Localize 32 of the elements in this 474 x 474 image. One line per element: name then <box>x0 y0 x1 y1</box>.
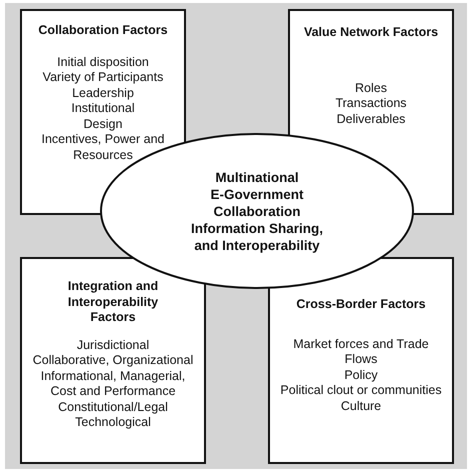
factor-item: Leadership <box>72 86 134 101</box>
factor-item: Flows <box>344 352 378 368</box>
factor-box <box>268 257 454 464</box>
factor-item: Market forces and Trade <box>293 336 429 352</box>
factor-item: Constitutional/Legal <box>58 400 168 415</box>
factor-item: Transactions <box>335 96 407 112</box>
center-title: Collaboration <box>214 203 300 220</box>
center-title: and Interoperability <box>194 237 320 254</box>
center-title: E-Government <box>210 186 304 203</box>
box-heading: Value Network Factors <box>304 25 438 40</box>
box-heading: Cross-Border Factors <box>296 297 426 312</box>
factor-item: Culture <box>340 398 382 414</box>
factor-item: Variety of Participants <box>42 70 164 86</box>
factor-box <box>20 257 206 464</box>
factor-item: Technological <box>75 415 151 430</box>
box-heading: Collaboration Factors <box>38 23 168 38</box>
factor-item: Jurisdictional <box>76 338 150 353</box>
factor-item: Informational, Managerial, <box>40 368 186 384</box>
center-title: Information Sharing, <box>190 220 323 237</box>
factor-item: Deliverables <box>336 112 406 127</box>
factor-item: Design <box>84 116 122 132</box>
factor-item: Collaborative, Organizational <box>32 353 194 368</box>
factor-item: Cost and Performance <box>50 384 176 400</box>
factor-item: Policy <box>344 368 378 383</box>
factor-item: Initial disposition <box>57 54 149 70</box>
factor-item: Incentives, Power and <box>42 132 164 148</box>
factor-item: Resources <box>73 148 133 163</box>
center-title: Multinational <box>215 169 299 186</box>
factor-item: Political clout or communities <box>280 383 442 398</box>
factor-item: Institutional <box>71 101 135 116</box>
factor-item: Roles <box>355 80 387 96</box>
box-heading: Integration and Interoperability Factors <box>66 279 160 326</box>
